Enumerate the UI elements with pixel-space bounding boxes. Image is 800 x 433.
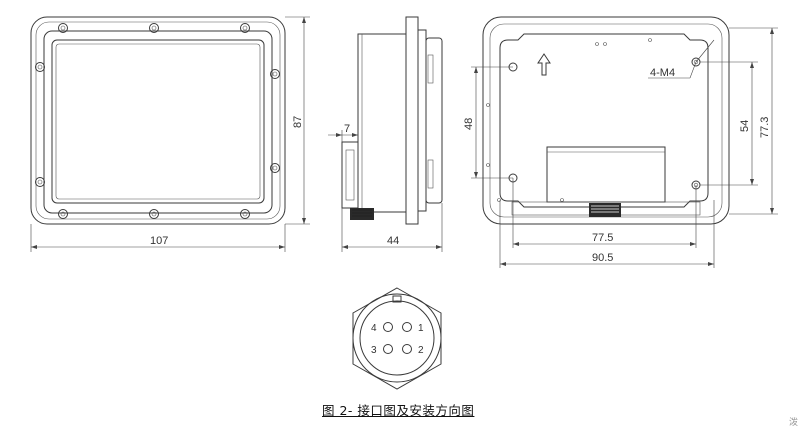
back-view: 48 4-M4 54 77.3 77.5 90.5	[463, 16, 778, 268]
dim-side-flange: 7	[344, 123, 350, 135]
dim-hole-label: 4-M4	[650, 67, 675, 79]
dim-back-width: 90.5	[592, 252, 613, 264]
pin-label-2: 2	[418, 345, 424, 356]
pin-label-1: 1	[418, 323, 424, 334]
dim-hole-right: 54	[739, 120, 751, 132]
figure-caption: 图 2- 接口图及安装方向图	[322, 403, 475, 418]
dim-front-height: 87	[292, 116, 304, 128]
dim-side-depth: 44	[387, 235, 399, 247]
dim-hole-horizontal: 77.5	[592, 232, 613, 244]
dim-hole-left: 48	[463, 118, 475, 130]
side-connector-hatch	[350, 208, 374, 220]
pin-label-3: 3	[371, 345, 377, 356]
side-note: 泼	[789, 418, 799, 428]
connector-pin-view: 1 2 3 4	[352, 287, 442, 390]
front-view: 107 87	[30, 16, 310, 252]
dim-front-width: 107	[150, 235, 168, 247]
side-view: 7 44	[328, 16, 443, 252]
pin-label-4: 4	[371, 323, 377, 334]
front-screws	[35, 23, 280, 219]
back-connector-hatch	[589, 203, 621, 217]
dim-back-height: 77.3	[759, 117, 771, 138]
